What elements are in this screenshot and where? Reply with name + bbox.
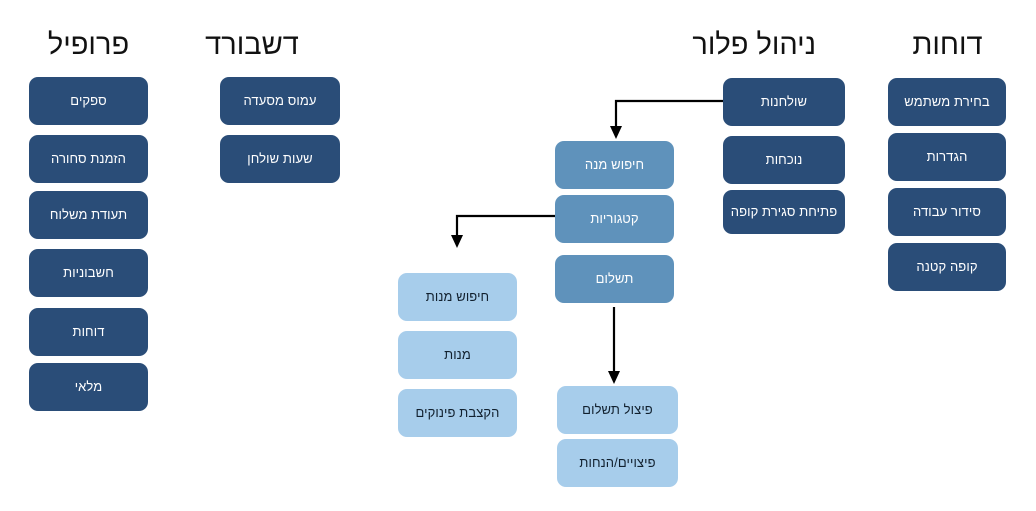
node-dashboard-tables[interactable]: שולחנות <box>723 78 845 126</box>
node-reports-delivery-note[interactable]: תעודת משלוח <box>29 191 148 239</box>
node-payment-split[interactable]: פיצול תשלום <box>557 386 678 434</box>
node-dishes-search[interactable]: חיפוש מנות <box>398 273 517 321</box>
node-profile-work-schedule[interactable]: סידור עבודה <box>888 188 1006 236</box>
node-reports-invoices[interactable]: חשבוניות <box>29 249 148 297</box>
column-title-floor-management: ניהול פלור <box>692 29 816 61</box>
column-title-profile: פרופיל <box>47 29 130 61</box>
node-payment-compensations-discounts[interactable]: פיצויים/הנחות <box>557 439 678 487</box>
node-reports-reports[interactable]: דוחות <box>29 308 148 356</box>
node-floor-table-hours[interactable]: שעות שולחן <box>220 135 340 183</box>
node-order-categories[interactable]: קטגוריות <box>555 195 674 243</box>
node-reports-goods-order[interactable]: הזמנת סחורה <box>29 135 148 183</box>
node-reports-suppliers[interactable]: ספקים <box>29 77 148 125</box>
node-dashboard-attendance[interactable]: נוכחות <box>723 136 845 184</box>
node-profile-petty-cash[interactable]: קופה קטנה <box>888 243 1006 291</box>
node-profile-user-select[interactable]: בחירת משתמש <box>888 78 1006 126</box>
connector-tables-to-dish-search <box>610 99 723 139</box>
node-order-dish-search[interactable]: חיפוש מנה <box>555 141 674 189</box>
node-floor-restaurant-load[interactable]: עמוס מסעדה <box>220 77 340 125</box>
connector-payment-to-split-payment <box>608 307 620 384</box>
column-title-reports: דוחות <box>912 29 983 61</box>
node-profile-settings[interactable]: הגדרות <box>888 133 1006 181</box>
node-dishes-list[interactable]: מנות <box>398 331 517 379</box>
node-reports-inventory[interactable]: מלאי <box>29 363 148 411</box>
node-order-payment[interactable]: תשלום <box>555 255 674 303</box>
connector-categories-to-dish-list <box>451 214 555 248</box>
node-dishes-perks-allocation[interactable]: הקצבת פינוקים <box>398 389 517 437</box>
node-dashboard-register-open-close[interactable]: פתיחת סגירת קופה <box>723 190 845 234</box>
column-title-dashboard: דשבורד <box>205 29 299 61</box>
